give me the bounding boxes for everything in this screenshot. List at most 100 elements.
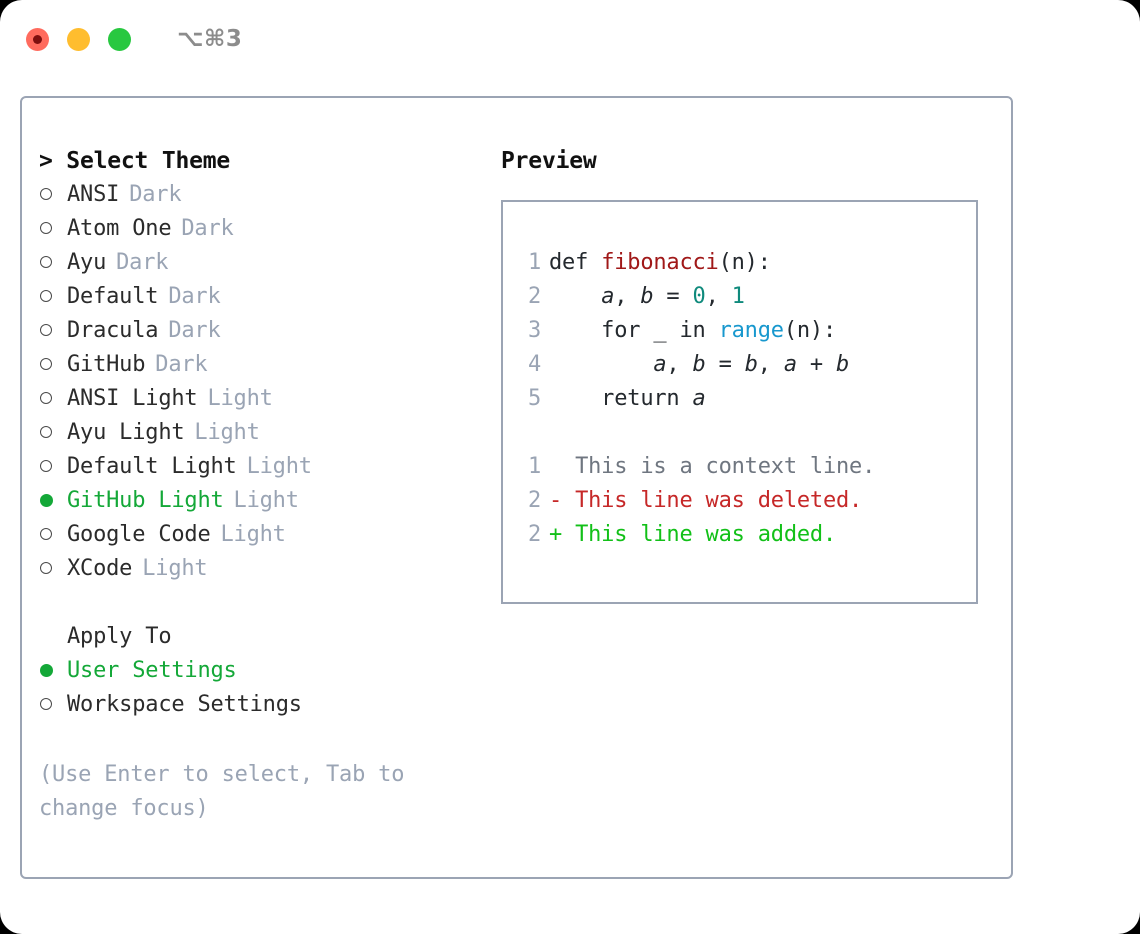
code-token-var: b [744, 352, 758, 377]
theme-list-item[interactable]: Ayu Light Light [39, 416, 499, 450]
radio-unselected-icon[interactable] [39, 348, 67, 382]
apply-to-option[interactable]: User Settings [39, 654, 499, 688]
theme-name-label: ANSI [67, 182, 120, 207]
line-number: 2 [527, 284, 541, 309]
radio-dot [40, 493, 53, 507]
maximize-button[interactable] [108, 27, 131, 51]
code-token-bi: range [718, 318, 784, 343]
code-token-var: a [692, 386, 706, 411]
radio-dot [40, 290, 52, 302]
code-token-plain: return [549, 386, 693, 411]
title-bar: ⌥⌘3 [0, 0, 1140, 78]
radio-unselected-icon[interactable] [39, 552, 67, 586]
line-number: 3 [527, 318, 541, 343]
diff-sample: 1 This is a context line.2- This line wa… [503, 450, 976, 552]
minimize-button[interactable] [67, 27, 90, 51]
radio-unselected-icon[interactable] [39, 416, 67, 450]
code-token-plain [549, 284, 601, 309]
code-token-plain: , [757, 352, 784, 377]
radio-dot [40, 188, 52, 200]
radio-dot [40, 562, 52, 574]
radio-unselected-icon[interactable] [39, 518, 67, 552]
radio-unselected-icon[interactable] [39, 382, 67, 416]
code-token-var: b [836, 352, 850, 377]
code-token-var: b [640, 284, 654, 309]
line-number: 1 [527, 250, 541, 275]
theme-name-label: XCode [67, 556, 133, 581]
apply-to-label: User Settings [67, 658, 237, 683]
theme-name-label: Default Light [67, 454, 237, 479]
code-token-plain: , [666, 352, 693, 377]
code-token-plain: def [549, 250, 602, 275]
radio-selected-icon[interactable] [39, 654, 67, 688]
code-token-var: a [601, 284, 615, 309]
theme-variant-badge: Light [194, 420, 260, 445]
close-button[interactable] [26, 27, 49, 51]
window-controls [26, 27, 131, 51]
diff-line-text: This line was deleted. [562, 488, 863, 513]
apply-to-option[interactable]: Workspace Settings [39, 688, 499, 722]
radio-dot [40, 256, 52, 268]
radio-dot [40, 528, 52, 540]
radio-dot [40, 392, 52, 404]
code-line: 4 a, b = b, a + b [503, 348, 976, 382]
theme-name-label: Google Code [67, 522, 211, 547]
diff-line: 1 This is a context line. [503, 450, 976, 484]
diff-marker: + [549, 522, 563, 547]
theme-variant-badge: Dark [155, 352, 208, 377]
diff-marker: - [549, 488, 563, 513]
code-token-fn: fibonacci [601, 250, 719, 275]
apply-to-label: Workspace Settings [67, 692, 302, 717]
theme-name-label: GitHub [67, 352, 146, 377]
code-token-num: 0 [692, 284, 706, 309]
code-token-var: a [783, 352, 797, 377]
theme-variant-badge: Light [220, 522, 286, 547]
code-line: 3 for _ in range(n): [503, 314, 976, 348]
code-token-plain: + [796, 352, 837, 377]
diff-line: 2- This line was deleted. [503, 484, 976, 518]
radio-dot [40, 358, 52, 370]
diff-line-number: 2 [527, 488, 541, 513]
theme-variant-badge: Light [233, 488, 299, 513]
code-line: 5 return a [503, 382, 976, 416]
theme-variant-badge: Dark [181, 216, 234, 241]
theme-name-label: Dracula [67, 318, 159, 343]
theme-name-label: Ayu Light [67, 420, 185, 445]
radio-unselected-icon[interactable] [39, 212, 67, 246]
radio-unselected-icon[interactable] [39, 246, 67, 280]
theme-list-item[interactable]: GitHub Dark [39, 348, 499, 382]
theme-variant-badge: Dark [168, 284, 221, 309]
radio-dot [40, 663, 53, 677]
radio-unselected-icon[interactable] [39, 280, 67, 314]
code-token-var: a [653, 352, 667, 377]
radio-unselected-icon[interactable] [39, 178, 67, 212]
radio-unselected-icon[interactable] [39, 450, 67, 484]
code-line-text: a, b = 0, 1 [549, 280, 745, 314]
radio-selected-icon[interactable] [39, 484, 67, 518]
line-number: 5 [527, 386, 541, 411]
radio-unselected-icon[interactable] [39, 688, 67, 722]
theme-list-item[interactable]: Google Code Light [39, 518, 499, 552]
code-token-plain: = [705, 352, 745, 377]
code-token-plain: = [653, 284, 693, 309]
code-token-num: 1 [731, 284, 745, 309]
radio-unselected-icon[interactable] [39, 314, 67, 348]
code-token-plain: (n): [783, 318, 837, 343]
code-token-plain [549, 352, 653, 377]
code-token-plain: for _ in [549, 318, 719, 343]
radio-dot [40, 222, 52, 234]
